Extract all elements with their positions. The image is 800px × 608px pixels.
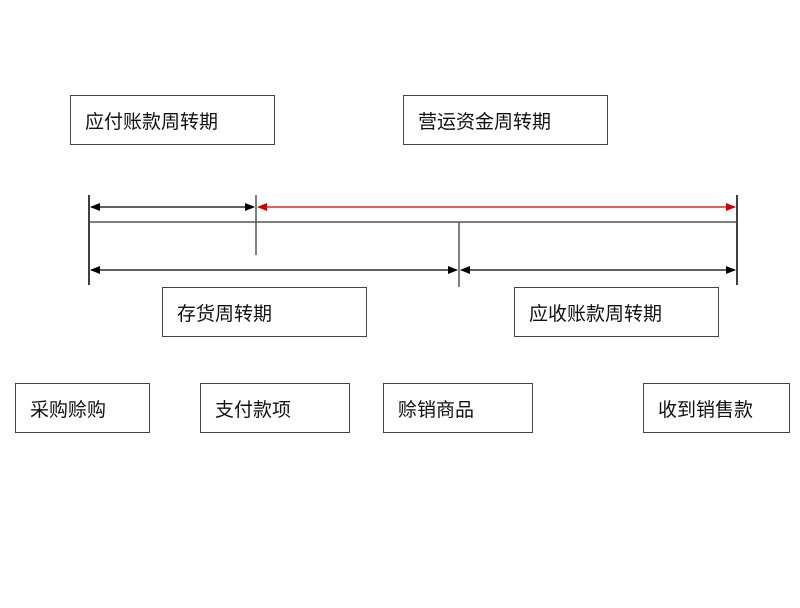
wc-period-label: 营运资金周转期 xyxy=(418,110,552,133)
ar-period-box: 应收账款周转期 xyxy=(514,287,719,337)
buy-on-credit-label: 采购赊购 xyxy=(30,398,107,421)
ar-period-label: 应收账款周转期 xyxy=(529,302,663,325)
pay-label: 支付款项 xyxy=(215,398,292,421)
pay-box: 支付款项 xyxy=(200,383,350,433)
inv-period-box: 存货周转期 xyxy=(162,287,367,337)
sell-on-credit-label: 赊销商品 xyxy=(398,398,475,421)
ap-period-box: 应付账款周转期 xyxy=(70,95,275,145)
inv-period-label: 存货周转期 xyxy=(177,302,273,325)
collect-box: 收到销售款 xyxy=(643,383,790,433)
wc-period-box: 营运资金周转期 xyxy=(403,95,608,145)
sell-on-credit-box: 赊销商品 xyxy=(383,383,533,433)
collect-label: 收到销售款 xyxy=(658,398,754,421)
buy-on-credit-box: 采购赊购 xyxy=(15,383,150,433)
ap-period-label: 应付账款周转期 xyxy=(85,110,219,133)
